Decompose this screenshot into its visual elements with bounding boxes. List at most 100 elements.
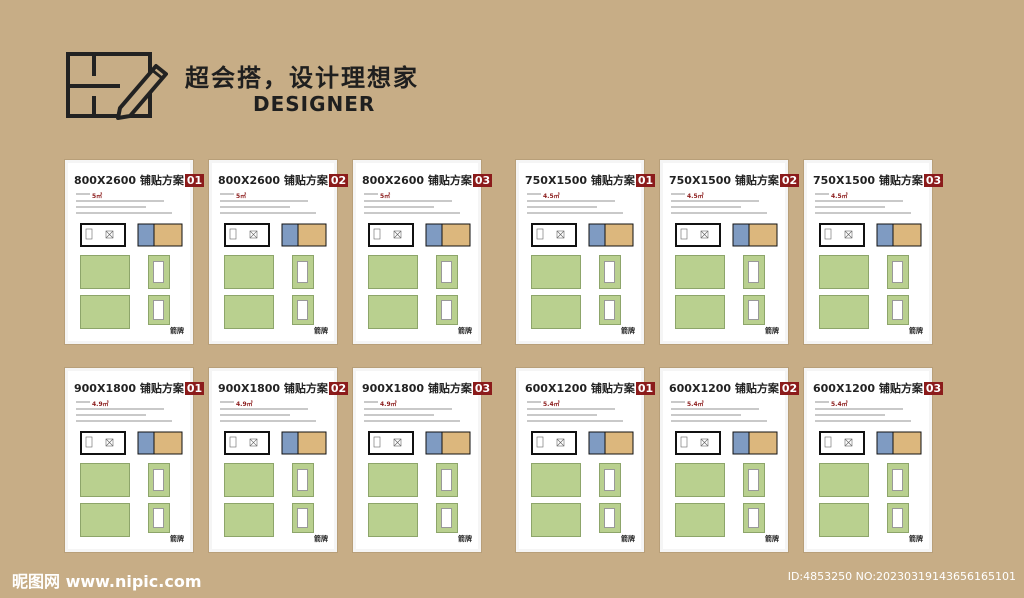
- watermark-site: 昵图网 www.nipic.com: [12, 572, 202, 591]
- plan-label: 铺贴方案: [283, 174, 328, 187]
- slogan-heading: 超会搭，设计理想家: [185, 64, 419, 92]
- info-line: [671, 206, 741, 208]
- tile-layout-floor: [743, 503, 765, 533]
- tile-layout-side: [148, 255, 170, 289]
- info-line: [364, 206, 434, 208]
- info-line: [815, 401, 829, 403]
- tile-layout-floor: [887, 295, 909, 325]
- brand-mark: 箭牌: [909, 327, 923, 335]
- info-line: [220, 206, 290, 208]
- floor-plan-diagram: [368, 431, 471, 455]
- brand-mark: 箭牌: [458, 535, 472, 543]
- tile-layout-floor: [599, 503, 621, 533]
- tile-layout-side: [743, 463, 765, 497]
- tile-size: 800X2600: [362, 174, 425, 187]
- floor-plan-diagram: [531, 223, 634, 247]
- designer-logo-icon: [66, 52, 168, 120]
- brand-mark: 箭牌: [170, 535, 184, 543]
- brand-mark: 箭牌: [765, 535, 779, 543]
- tile-layout-wall: [368, 295, 418, 329]
- info-line: [220, 193, 234, 195]
- brand-mark: 箭牌: [458, 327, 472, 335]
- tile-size: 600X1200: [813, 382, 876, 395]
- tile-layout-wall: [819, 255, 869, 289]
- tile-layout-wall: [224, 463, 274, 497]
- tile-layout-wall: [368, 255, 418, 289]
- area-value: 4.9㎡: [236, 401, 253, 408]
- tile-size: 900X1800: [218, 382, 281, 395]
- plan-label: 铺贴方案: [139, 174, 184, 187]
- info-line: [364, 408, 452, 410]
- plan-number: 01: [635, 174, 656, 187]
- info-line: [671, 401, 685, 403]
- brand-mark: 箭牌: [170, 327, 184, 335]
- tile-size: 750X1500: [525, 174, 588, 187]
- tile-layout-floor: [436, 295, 458, 325]
- tile-layout-side: [887, 255, 909, 289]
- tile-layout-wall: [675, 295, 725, 329]
- plan-label: 铺贴方案: [427, 382, 472, 395]
- tile-layout-side: [743, 255, 765, 289]
- plan-number: 01: [184, 382, 205, 395]
- area-value: 5㎡: [92, 193, 103, 200]
- tile-size: 750X1500: [669, 174, 732, 187]
- floor-plan-diagram: [80, 431, 183, 455]
- area-value: 5㎡: [380, 193, 391, 200]
- tile-layout-floor: [887, 503, 909, 533]
- brand-mark: 箭牌: [314, 535, 328, 543]
- plan-number: 01: [635, 382, 656, 395]
- tile-layout-floor: [743, 295, 765, 325]
- tile-layout-side: [292, 463, 314, 497]
- brand-mark: 箭牌: [621, 535, 635, 543]
- floor-plan-diagram: [80, 223, 183, 247]
- tile-layout-wall: [224, 295, 274, 329]
- info-line: [671, 408, 759, 410]
- plan-number: 02: [779, 382, 800, 395]
- info-line: [76, 193, 90, 195]
- floor-plan-diagram: [224, 431, 327, 455]
- info-line: [527, 212, 623, 214]
- info-line: [527, 408, 615, 410]
- info-line: [220, 200, 308, 202]
- tile-layout-side: [292, 255, 314, 289]
- tile-size: 800X2600: [218, 174, 281, 187]
- info-line: [220, 401, 234, 403]
- tile-layout-floor: [148, 295, 170, 325]
- floor-plan-diagram: [819, 431, 922, 455]
- info-line: [76, 212, 172, 214]
- tile-layout-floor: [599, 295, 621, 325]
- tile-layout-wall: [80, 255, 130, 289]
- area-value: 5.4㎡: [831, 401, 848, 408]
- plan-label: 铺贴方案: [283, 382, 328, 395]
- tile-layout-floor: [436, 503, 458, 533]
- info-line: [364, 212, 460, 214]
- info-line: [220, 420, 316, 422]
- info-line: [76, 206, 146, 208]
- designer-subtitle: DESIGNER: [253, 92, 376, 116]
- floor-plan-diagram: [819, 223, 922, 247]
- info-line: [76, 200, 164, 202]
- info-line: [364, 414, 434, 416]
- info-line: [527, 420, 623, 422]
- info-line: [527, 200, 615, 202]
- area-value: 5㎡: [236, 193, 247, 200]
- tile-layout-wall: [80, 503, 130, 537]
- tile-layout-wall: [224, 255, 274, 289]
- info-line: [815, 206, 885, 208]
- info-line: [815, 420, 911, 422]
- area-value: 4.5㎡: [543, 193, 560, 200]
- tile-layout-wall: [531, 295, 581, 329]
- plan-number: 01: [184, 174, 205, 187]
- tile-layout-wall: [80, 295, 130, 329]
